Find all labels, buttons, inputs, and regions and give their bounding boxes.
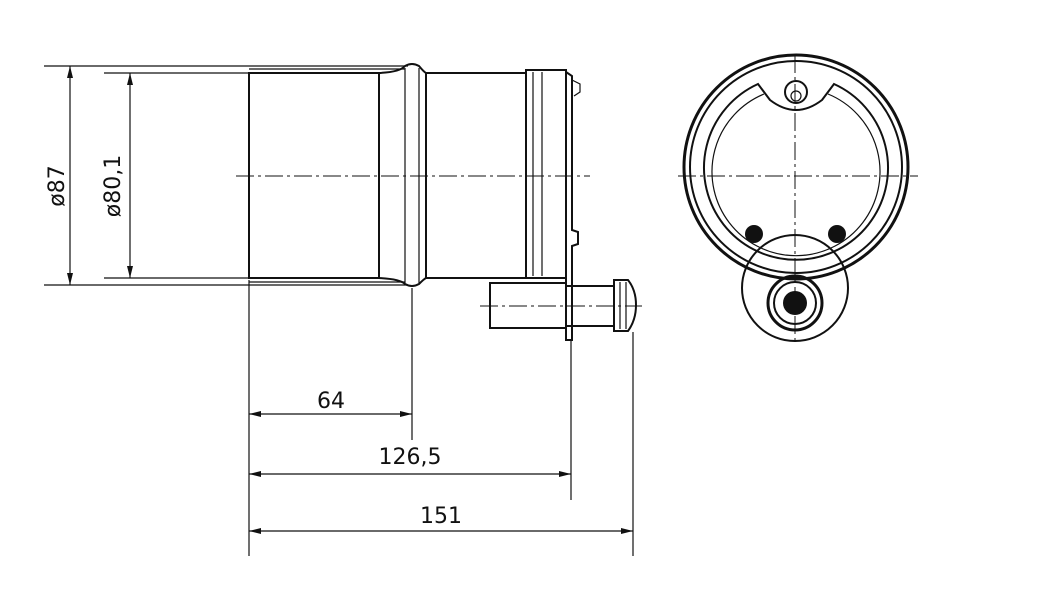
end-inner-ring [703, 82, 889, 261]
dim-length-151: 151 [420, 504, 462, 529]
dim-outer-diameter: ø87 [45, 165, 70, 206]
diameter-dimensions: ø87 ø80,1 [44, 65, 408, 286]
dim-length-64: 64 [317, 389, 345, 414]
end-view [678, 53, 918, 345]
mount-hole-right [828, 225, 846, 243]
dim-inner-diameter: ø80,1 [101, 155, 126, 217]
lock-knurled-cap [613, 279, 638, 332]
end-outer-ring [682, 53, 910, 281]
rear-flange [525, 69, 567, 279]
length-dimensions: 64 126,5 151 [248, 280, 634, 556]
side-view [236, 63, 642, 341]
top-screw [784, 80, 808, 104]
back-plate [565, 70, 579, 341]
mount-hole-left [745, 225, 763, 243]
dim-length-126-5: 126,5 [379, 445, 442, 470]
